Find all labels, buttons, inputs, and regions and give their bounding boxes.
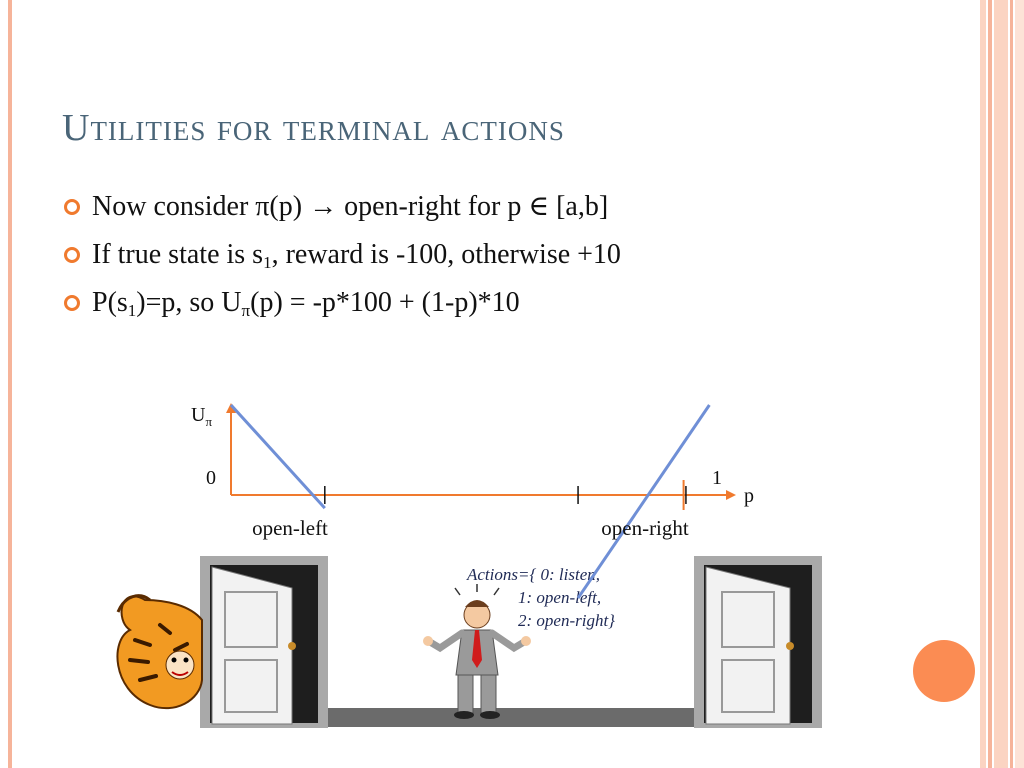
- bullet-list: Now consider π(p) → open-right for p ∈ […: [62, 186, 621, 330]
- slide-title: Utilities for terminal actions: [62, 107, 565, 149]
- person-icon: [423, 584, 531, 719]
- utility-line-open-left: [229, 403, 326, 510]
- bullet-circle-icon: [64, 295, 80, 311]
- right-door-icon: [694, 556, 822, 728]
- actions-line: 1: open-left,: [467, 588, 602, 607]
- y-axis-arrow: [226, 403, 236, 413]
- left-accent-rule: [8, 0, 12, 768]
- actions-label: Actions={ 0: listen, 1: open-left, 2: op…: [467, 563, 615, 632]
- right-stripe-decoration: [980, 0, 1024, 768]
- bullet-text: )=p, so U: [136, 287, 242, 318]
- bullet-item: Now consider π(p) → open-right for p ∈ […: [62, 186, 621, 234]
- bullet-circle-icon: [64, 247, 80, 263]
- actions-line: 2: open-right}: [467, 611, 615, 630]
- x-tick-label-start: 0: [206, 467, 216, 489]
- x-tick-label-end: 1: [712, 467, 722, 489]
- bullet-item: P(s1)=p, so Uπ(p) = -p*100 + (1-p)*10: [62, 282, 621, 330]
- actions-line: Actions={ 0: listen,: [467, 565, 601, 584]
- x-axis-label: p: [744, 485, 754, 507]
- bullet-text: P(s: [92, 287, 128, 318]
- left-door-icon: [200, 556, 328, 728]
- decorative-orange-circle: [913, 640, 975, 702]
- x-axis-arrow: [726, 490, 736, 500]
- y-axis-label: Uπ: [191, 404, 212, 429]
- bullet-text: If true state is s: [92, 239, 264, 270]
- bullet-text: (p) = -p*100 + (1-p)*10: [250, 287, 520, 318]
- region-label-open-right: open-right: [601, 516, 689, 540]
- region-label-open-left: open-left: [252, 516, 328, 540]
- subscript: 1: [263, 253, 272, 272]
- subscript: 1: [127, 301, 137, 320]
- bullet-circle-icon: [64, 199, 80, 215]
- tiger-icon: [116, 594, 203, 710]
- bullet-item: If true state is s1, reward is -100, oth…: [62, 234, 621, 282]
- utility-line-open-right: [576, 404, 711, 599]
- bullet-text: Now consider π(p) → open-right for p ∈ […: [92, 191, 609, 222]
- subscript: π: [241, 301, 251, 320]
- bullet-text: , reward is -100, otherwise +10: [271, 239, 621, 270]
- floor: [325, 708, 697, 727]
